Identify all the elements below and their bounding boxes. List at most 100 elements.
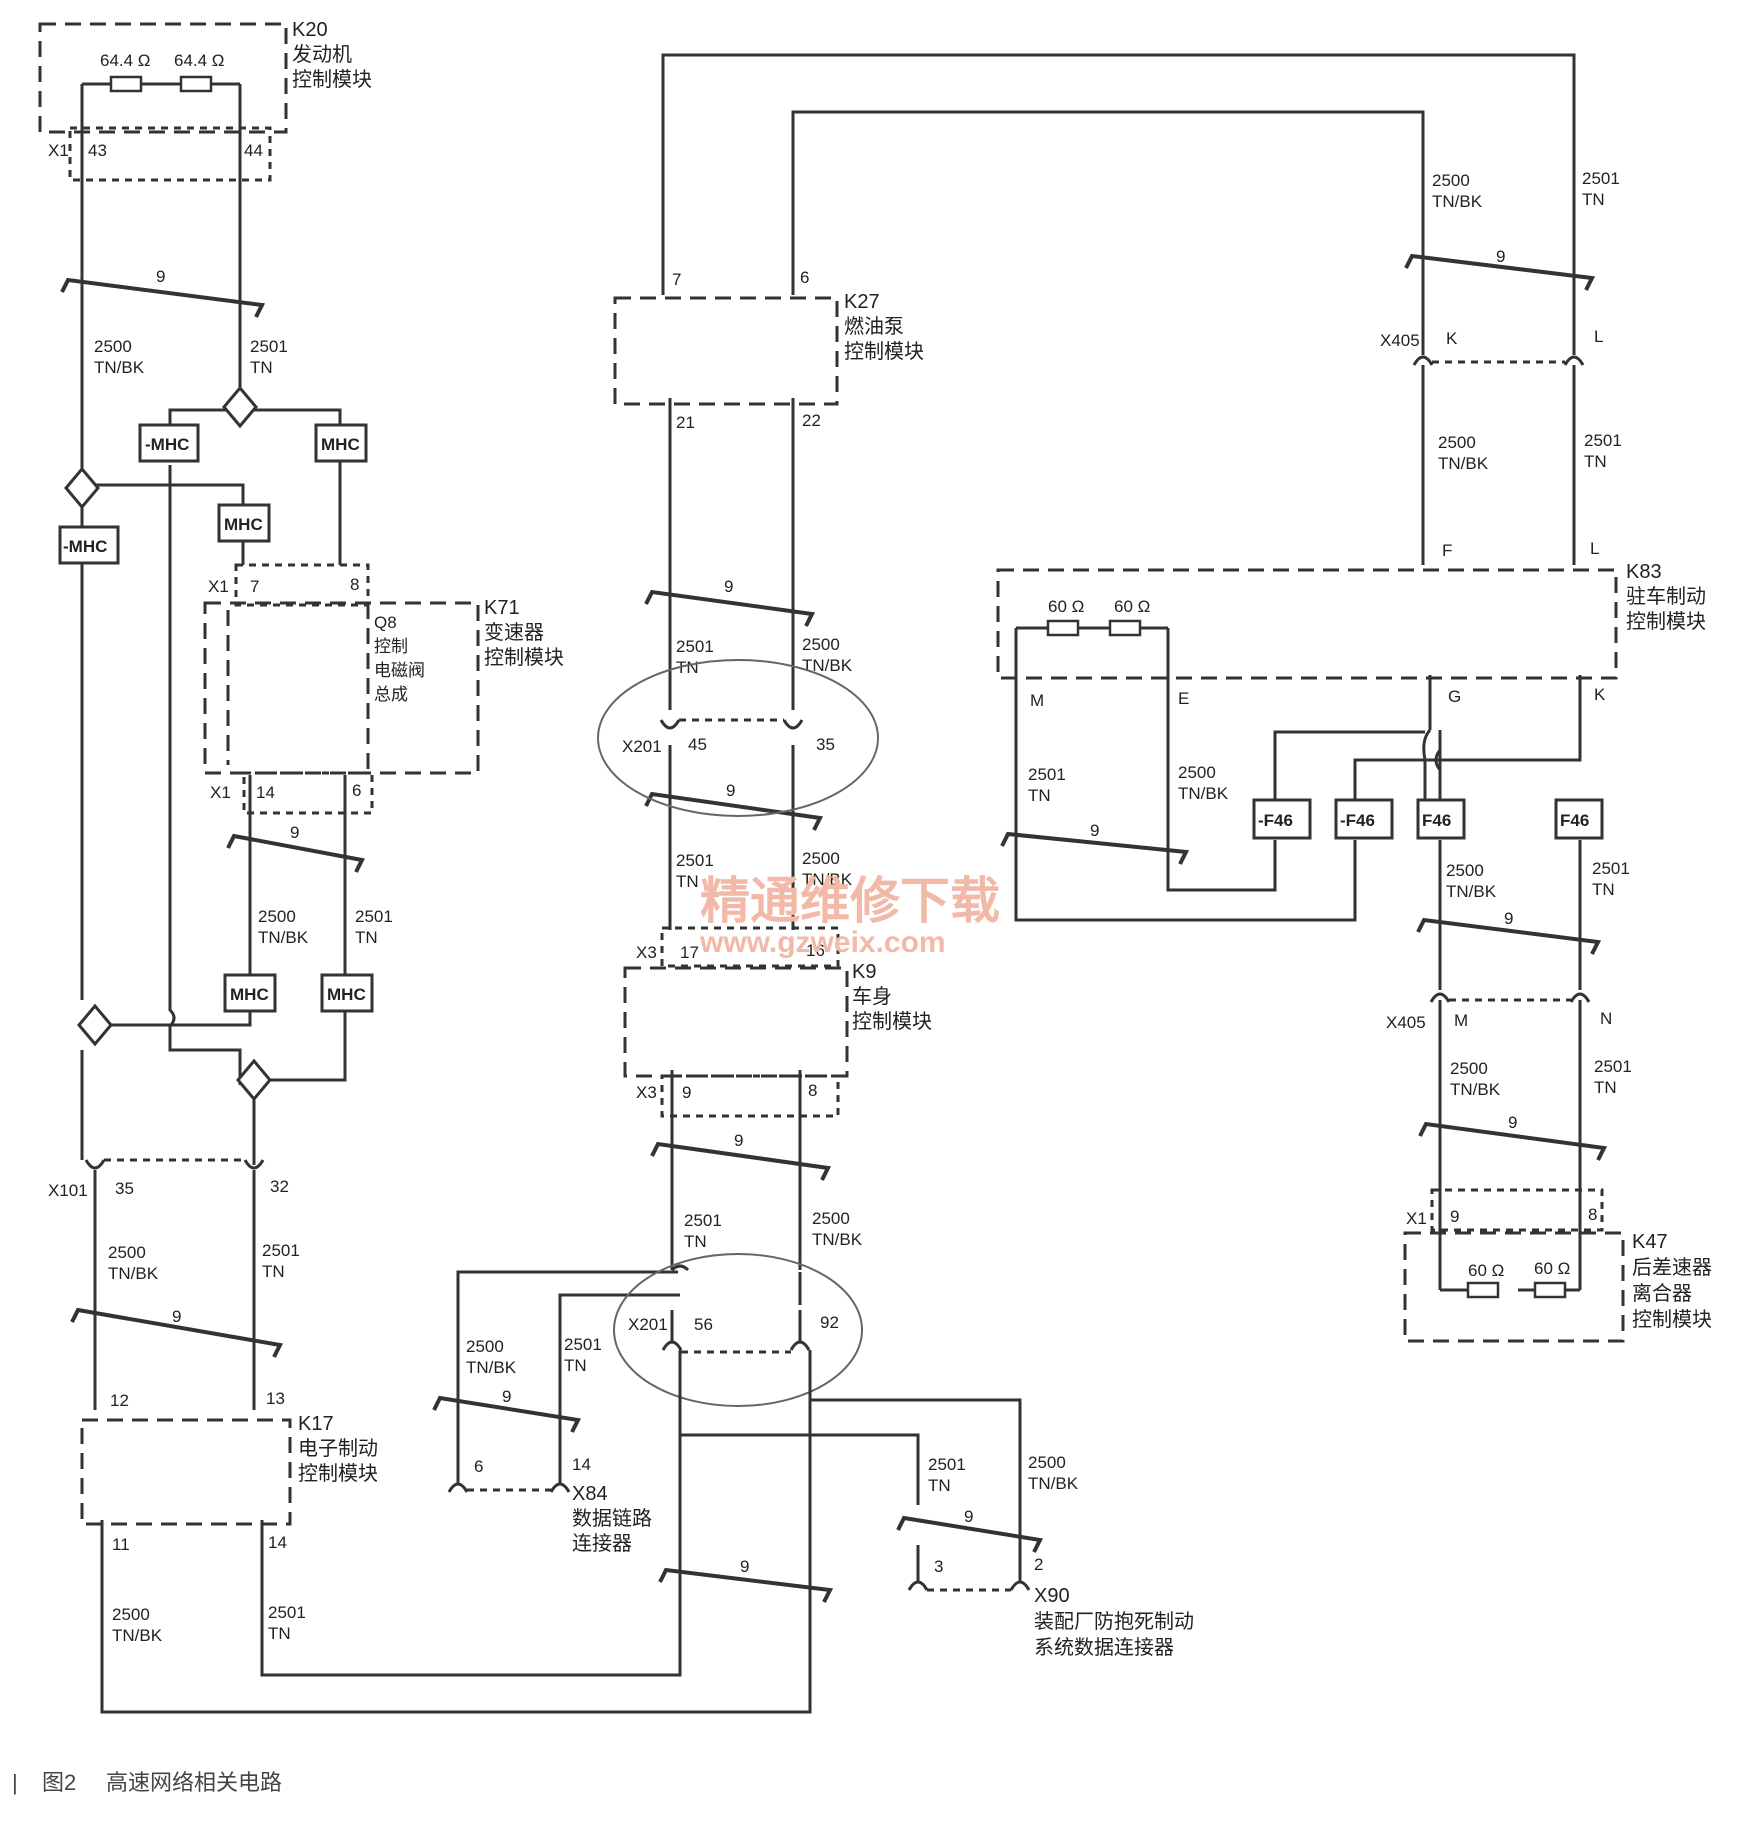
wire-num: 2501 bbox=[1582, 169, 1620, 188]
twist-label: 9 bbox=[726, 781, 735, 800]
twist-label: 9 bbox=[1090, 821, 1099, 840]
wire-color: TN bbox=[1592, 880, 1615, 899]
resistor-k20-1 bbox=[109, 75, 143, 93]
k71-name-2: 控制模块 bbox=[484, 646, 564, 669]
svg-text:MHC: MHC bbox=[224, 515, 263, 534]
k83-pin-f: F bbox=[1442, 541, 1452, 560]
k71-id: K71 bbox=[484, 597, 520, 619]
wire-num: 2501 bbox=[1592, 859, 1630, 878]
k27-pin-22: 22 bbox=[802, 411, 821, 430]
wire-num: 2500 bbox=[1432, 171, 1470, 190]
x405a-pin-l: L bbox=[1594, 327, 1603, 346]
k47-x1: X1 bbox=[1406, 1209, 1427, 1228]
wire-color: TN/BK bbox=[802, 870, 853, 889]
x84-name-1: 数据链路 bbox=[572, 1507, 652, 1530]
wire-num: 2500 bbox=[466, 1337, 504, 1356]
k17-pin-12: 12 bbox=[110, 1391, 129, 1410]
x201b-pin-56: 56 bbox=[694, 1315, 713, 1334]
k71-pin-14: 14 bbox=[256, 783, 275, 802]
wire-color: TN bbox=[1582, 190, 1605, 209]
k47-id: K47 bbox=[1632, 1231, 1668, 1253]
wire-num: 2500 bbox=[812, 1209, 850, 1228]
left-trunk-wires bbox=[80, 84, 812, 1714]
k9-name-2: 控制模块 bbox=[852, 1010, 932, 1033]
splice-diamond bbox=[77, 1003, 113, 1047]
x84-name-2: 连接器 bbox=[572, 1532, 632, 1555]
k47-res2-label: 60 Ω bbox=[1534, 1259, 1570, 1278]
x101-pin-32: 32 bbox=[270, 1177, 289, 1196]
twist-label: 9 bbox=[1508, 1113, 1517, 1132]
svg-text:-F46: -F46 bbox=[1258, 811, 1293, 830]
k71-name-1: 变速器 bbox=[484, 621, 544, 644]
q8-name-1: 控制 bbox=[374, 637, 408, 656]
k20-res1-label: 64.4 Ω bbox=[100, 51, 151, 70]
k27-pin-6: 6 bbox=[800, 268, 809, 287]
k17-name-1: 电子制动 bbox=[298, 1437, 378, 1460]
resistor-k83-2 bbox=[1108, 619, 1142, 637]
x201a-id: X201 bbox=[622, 737, 662, 756]
wire-num: 2500 bbox=[802, 849, 840, 868]
k20-pin-43: 43 bbox=[88, 141, 107, 160]
k9-pin-17: 17 bbox=[680, 943, 699, 962]
k83-res1-label: 60 Ω bbox=[1048, 597, 1084, 616]
x201a-pin-45: 45 bbox=[688, 735, 707, 754]
k20-res2-label: 64.4 Ω bbox=[174, 51, 225, 70]
svg-text:F46: F46 bbox=[1422, 811, 1451, 830]
wire-num: 2501 bbox=[676, 637, 714, 656]
wire-color: TN bbox=[262, 1262, 285, 1281]
svg-text:-MHC: -MHC bbox=[63, 537, 107, 556]
k20-name-1: 发动机 bbox=[292, 43, 352, 66]
wire-num: 2500 bbox=[1028, 1453, 1066, 1472]
k27-id: K27 bbox=[844, 291, 880, 313]
wire-num: 2501 bbox=[928, 1455, 966, 1474]
wire-color: TN bbox=[684, 1232, 707, 1251]
splice-diamond bbox=[64, 466, 100, 510]
twist-label: 9 bbox=[734, 1131, 743, 1150]
twist-label: 9 bbox=[502, 1387, 511, 1406]
twist-markers-center: 9 9 9 9 9 9 bbox=[432, 577, 1044, 1603]
wire-labels-right: 2500 TN/BK 2501 TN 2500 TN/BK 2501 TN 25… bbox=[1028, 169, 1632, 1099]
twist-label: 9 bbox=[964, 1507, 973, 1526]
wire-num: 2501 bbox=[355, 907, 393, 926]
k20-x1: X1 bbox=[48, 141, 69, 160]
wire-num: 2500 bbox=[1178, 763, 1216, 782]
wire-num: 2501 bbox=[1584, 431, 1622, 450]
k83-pin-g: G bbox=[1448, 687, 1461, 706]
wire-num: 2501 bbox=[1594, 1057, 1632, 1076]
wire-num: 2501 bbox=[684, 1211, 722, 1230]
svg-text:-MHC: -MHC bbox=[145, 435, 189, 454]
k17-pin-11: 11 bbox=[112, 1535, 130, 1554]
k83-pin-l: L bbox=[1590, 539, 1599, 558]
k27-name-1: 燃油泵 bbox=[844, 315, 904, 338]
svg-text:-F46: -F46 bbox=[1340, 811, 1375, 830]
wire-color: TN/BK bbox=[802, 656, 853, 675]
mhc-box: MHC bbox=[223, 973, 277, 1013]
wire-labels-left: 2500 TN/BK 2501 TN 2500 TN/BK 2501 TN 25… bbox=[94, 337, 393, 1645]
q8-id: Q8 bbox=[374, 613, 397, 632]
wire-color: TN/BK bbox=[258, 928, 309, 947]
x90-pin-3: 3 bbox=[934, 1557, 943, 1576]
twist-label: 9 bbox=[172, 1307, 181, 1326]
x405b-pin-m: M bbox=[1454, 1011, 1468, 1030]
k17-name-2: 控制模块 bbox=[298, 1462, 378, 1485]
watermark: 精通维修下载 www.gzweix.com bbox=[699, 873, 1000, 959]
k71-x1a: X1 bbox=[208, 577, 229, 596]
module-k27: 7 6 21 22 K27 燃油泵 控制模块 bbox=[613, 268, 924, 432]
x405a-id: X405 bbox=[1380, 331, 1420, 350]
wire-color: TN bbox=[1028, 786, 1051, 805]
module-k47: 60 Ω 60 Ω X1 9 8 K47 后差速器 离合器 控制模块 bbox=[1403, 1188, 1712, 1343]
wire-color: TN/BK bbox=[1446, 882, 1497, 901]
wire-color: TN bbox=[1594, 1078, 1617, 1097]
wire-num: 2500 bbox=[258, 907, 296, 926]
wire-color: TN bbox=[928, 1476, 951, 1495]
twist-label: 9 bbox=[1496, 247, 1505, 266]
wire-num: 2500 bbox=[1438, 433, 1476, 452]
connector-x90: 3 2 X90 装配厂防抱死制动 系统数据连接器 bbox=[907, 1545, 1194, 1659]
wire-color: TN/BK bbox=[1178, 784, 1229, 803]
k47-pin-8: 8 bbox=[1588, 1205, 1597, 1224]
k83-pin-k: K bbox=[1594, 685, 1606, 704]
wire-num: 2501 bbox=[268, 1603, 306, 1622]
x84-pin-14: 14 bbox=[572, 1455, 591, 1474]
x90-pin-2: 2 bbox=[1034, 1555, 1043, 1574]
